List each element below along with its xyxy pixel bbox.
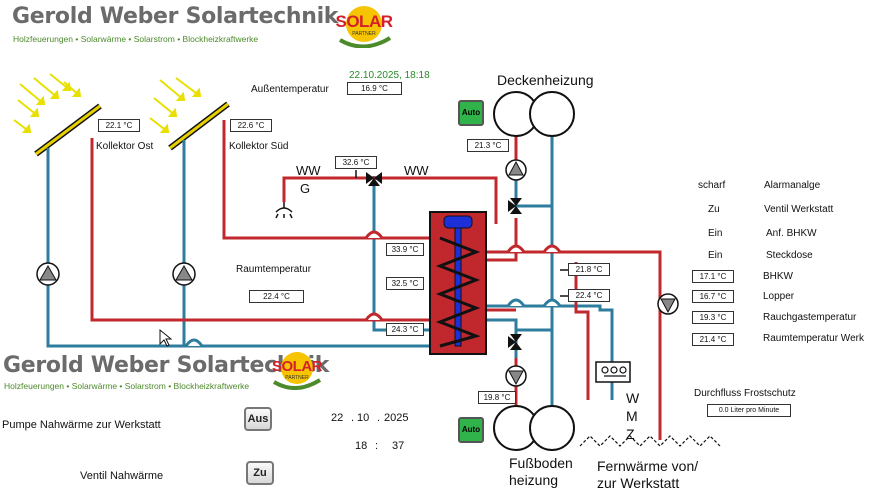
date-month: 10 bbox=[357, 412, 370, 424]
district-temp-2: 22.4 °C bbox=[568, 289, 610, 302]
underground-line bbox=[579, 435, 721, 447]
gas-label: G bbox=[300, 181, 311, 196]
hotwater-temp: 32.6 °C bbox=[335, 156, 377, 169]
district-label-2: zur Werkstatt bbox=[597, 475, 680, 491]
company-tagline: Holzfeuerungen • Solarwärme • Solarstrom… bbox=[13, 34, 259, 44]
status-name: Alarmanalge bbox=[764, 180, 821, 191]
date-sep: . bbox=[377, 412, 381, 424]
room-temp-label: Raumtemperatur bbox=[236, 264, 312, 275]
shower-icon bbox=[275, 202, 293, 219]
wmz-letter-z: Z bbox=[626, 426, 635, 442]
ceiling-heating-title: Deckenheizung bbox=[497, 72, 594, 88]
status-state: scharf bbox=[698, 180, 726, 191]
temp-list-value: 21.4 °C bbox=[692, 333, 734, 346]
status-state: Ein bbox=[708, 250, 723, 261]
heat-meter-icon bbox=[595, 361, 631, 383]
date-sep: . bbox=[351, 412, 355, 424]
district-temp-1: 21.8 °C bbox=[568, 263, 610, 276]
pump-icon bbox=[172, 262, 196, 286]
temp-list-name: Lopper bbox=[763, 291, 795, 302]
date-year: 2025 bbox=[384, 412, 409, 424]
collector-south-temp: 22.6 °C bbox=[230, 119, 272, 132]
sun-ray-icon bbox=[13, 73, 202, 133]
valve-icon bbox=[366, 172, 522, 350]
status-name: Ventil Werkstatt bbox=[764, 204, 834, 215]
mouse-cursor-icon bbox=[159, 328, 173, 347]
logo-text: SOLAR bbox=[335, 12, 394, 31]
outdoor-temp-label: Außentemperatur bbox=[251, 84, 329, 95]
status-state: Zu bbox=[708, 204, 720, 215]
pump-icon bbox=[657, 293, 679, 315]
pump-off-button[interactable]: Aus bbox=[244, 407, 272, 431]
time-hour: 18 bbox=[355, 440, 368, 452]
temp-list-value: 16.7 °C bbox=[692, 290, 734, 303]
panel-company-tagline: Holzfeuerungen • Solarwärme • Solarstrom… bbox=[4, 381, 250, 391]
time-minute: 37 bbox=[392, 440, 405, 452]
date-time: 22.10.2025, 18:18 bbox=[349, 70, 430, 81]
collector-east-temp: 22.1 °C bbox=[98, 119, 140, 132]
pump-nahwaerme-label: Pumpe Nahwärme zur Werkstatt bbox=[2, 419, 161, 431]
pump-icon bbox=[505, 365, 527, 387]
temp-list-value: 19.3 °C bbox=[692, 311, 734, 324]
floor-auto-button[interactable]: Auto bbox=[458, 417, 484, 443]
floor-heating-title-2: heizung bbox=[509, 472, 559, 488]
status-name: Steckdose bbox=[766, 250, 813, 261]
panel-solar-partner-logo: SOLAR PARTNER bbox=[266, 350, 328, 390]
ceiling-heater-symbol bbox=[493, 91, 575, 137]
temp-list-name: Raumtemperatur Werk bbox=[763, 333, 864, 344]
hotwater-label-left: WW bbox=[296, 163, 321, 178]
pump-icon bbox=[505, 159, 527, 181]
temp-list-name: Rauchgastemperatur bbox=[763, 312, 857, 323]
solar-partner-logo: SOLAR PARTNER bbox=[330, 4, 398, 49]
collector-panel-east bbox=[34, 103, 102, 157]
district-label-1: Fernwärme von/ bbox=[597, 458, 699, 474]
wmz-letter-w: W bbox=[626, 390, 640, 406]
storage-mid-temp: 32.5 °C bbox=[386, 277, 424, 290]
status-name: Anf. BHKW bbox=[766, 228, 817, 239]
wmz-letter-m: M bbox=[626, 408, 638, 424]
pipe-crossings-cold bbox=[184, 298, 562, 347]
floor-heating-title-1: Fußboden bbox=[509, 455, 573, 471]
temp-list-value: 17.1 °C bbox=[692, 270, 734, 283]
room-temp-value: 22.4 °C bbox=[249, 290, 304, 303]
floor-heater-symbol bbox=[493, 405, 575, 451]
storage-bottom-temp: 24.3 °C bbox=[386, 323, 424, 336]
panel-logo-subtext: PARTNER bbox=[285, 375, 309, 381]
frost-flow-value: 0.0 Liter pro Minute bbox=[707, 404, 791, 417]
pipe-crossings bbox=[364, 230, 562, 321]
temp-list-name: BHKW bbox=[763, 271, 793, 282]
ceiling-temp: 21.3 °C bbox=[467, 139, 509, 152]
floor-temp: 19.8 °C bbox=[478, 391, 516, 404]
time-sep: : bbox=[375, 440, 379, 452]
hotwater-label-right: WW bbox=[404, 163, 429, 178]
outdoor-temp-value: 16.9 °C bbox=[347, 82, 402, 95]
logo-subtext: PARTNER bbox=[352, 31, 376, 37]
valve-closed-button[interactable]: Zu bbox=[246, 461, 274, 485]
panel-company-name: Gerold Weber Solartechnik bbox=[3, 353, 330, 378]
date-day: 22 bbox=[331, 412, 344, 424]
panel-logo-text: SOLAR bbox=[272, 358, 323, 375]
company-name: Gerold Weber Solartechnik bbox=[12, 4, 339, 29]
storage-tank bbox=[429, 211, 487, 355]
ceiling-auto-button[interactable]: Auto bbox=[458, 100, 484, 126]
collector-east-label: Kollektor Ost bbox=[96, 141, 154, 152]
collector-south-label: Kollektor Süd bbox=[229, 141, 289, 152]
storage-top-temp: 33.9 °C bbox=[386, 243, 424, 256]
frost-flow-label: Durchfluss Frostschutz bbox=[694, 388, 796, 399]
valve-nahwaerme-label: Ventil Nahwärme bbox=[80, 470, 164, 482]
pump-icon bbox=[36, 262, 60, 286]
status-state: Ein bbox=[708, 228, 723, 239]
collector-panel-south bbox=[168, 101, 230, 151]
